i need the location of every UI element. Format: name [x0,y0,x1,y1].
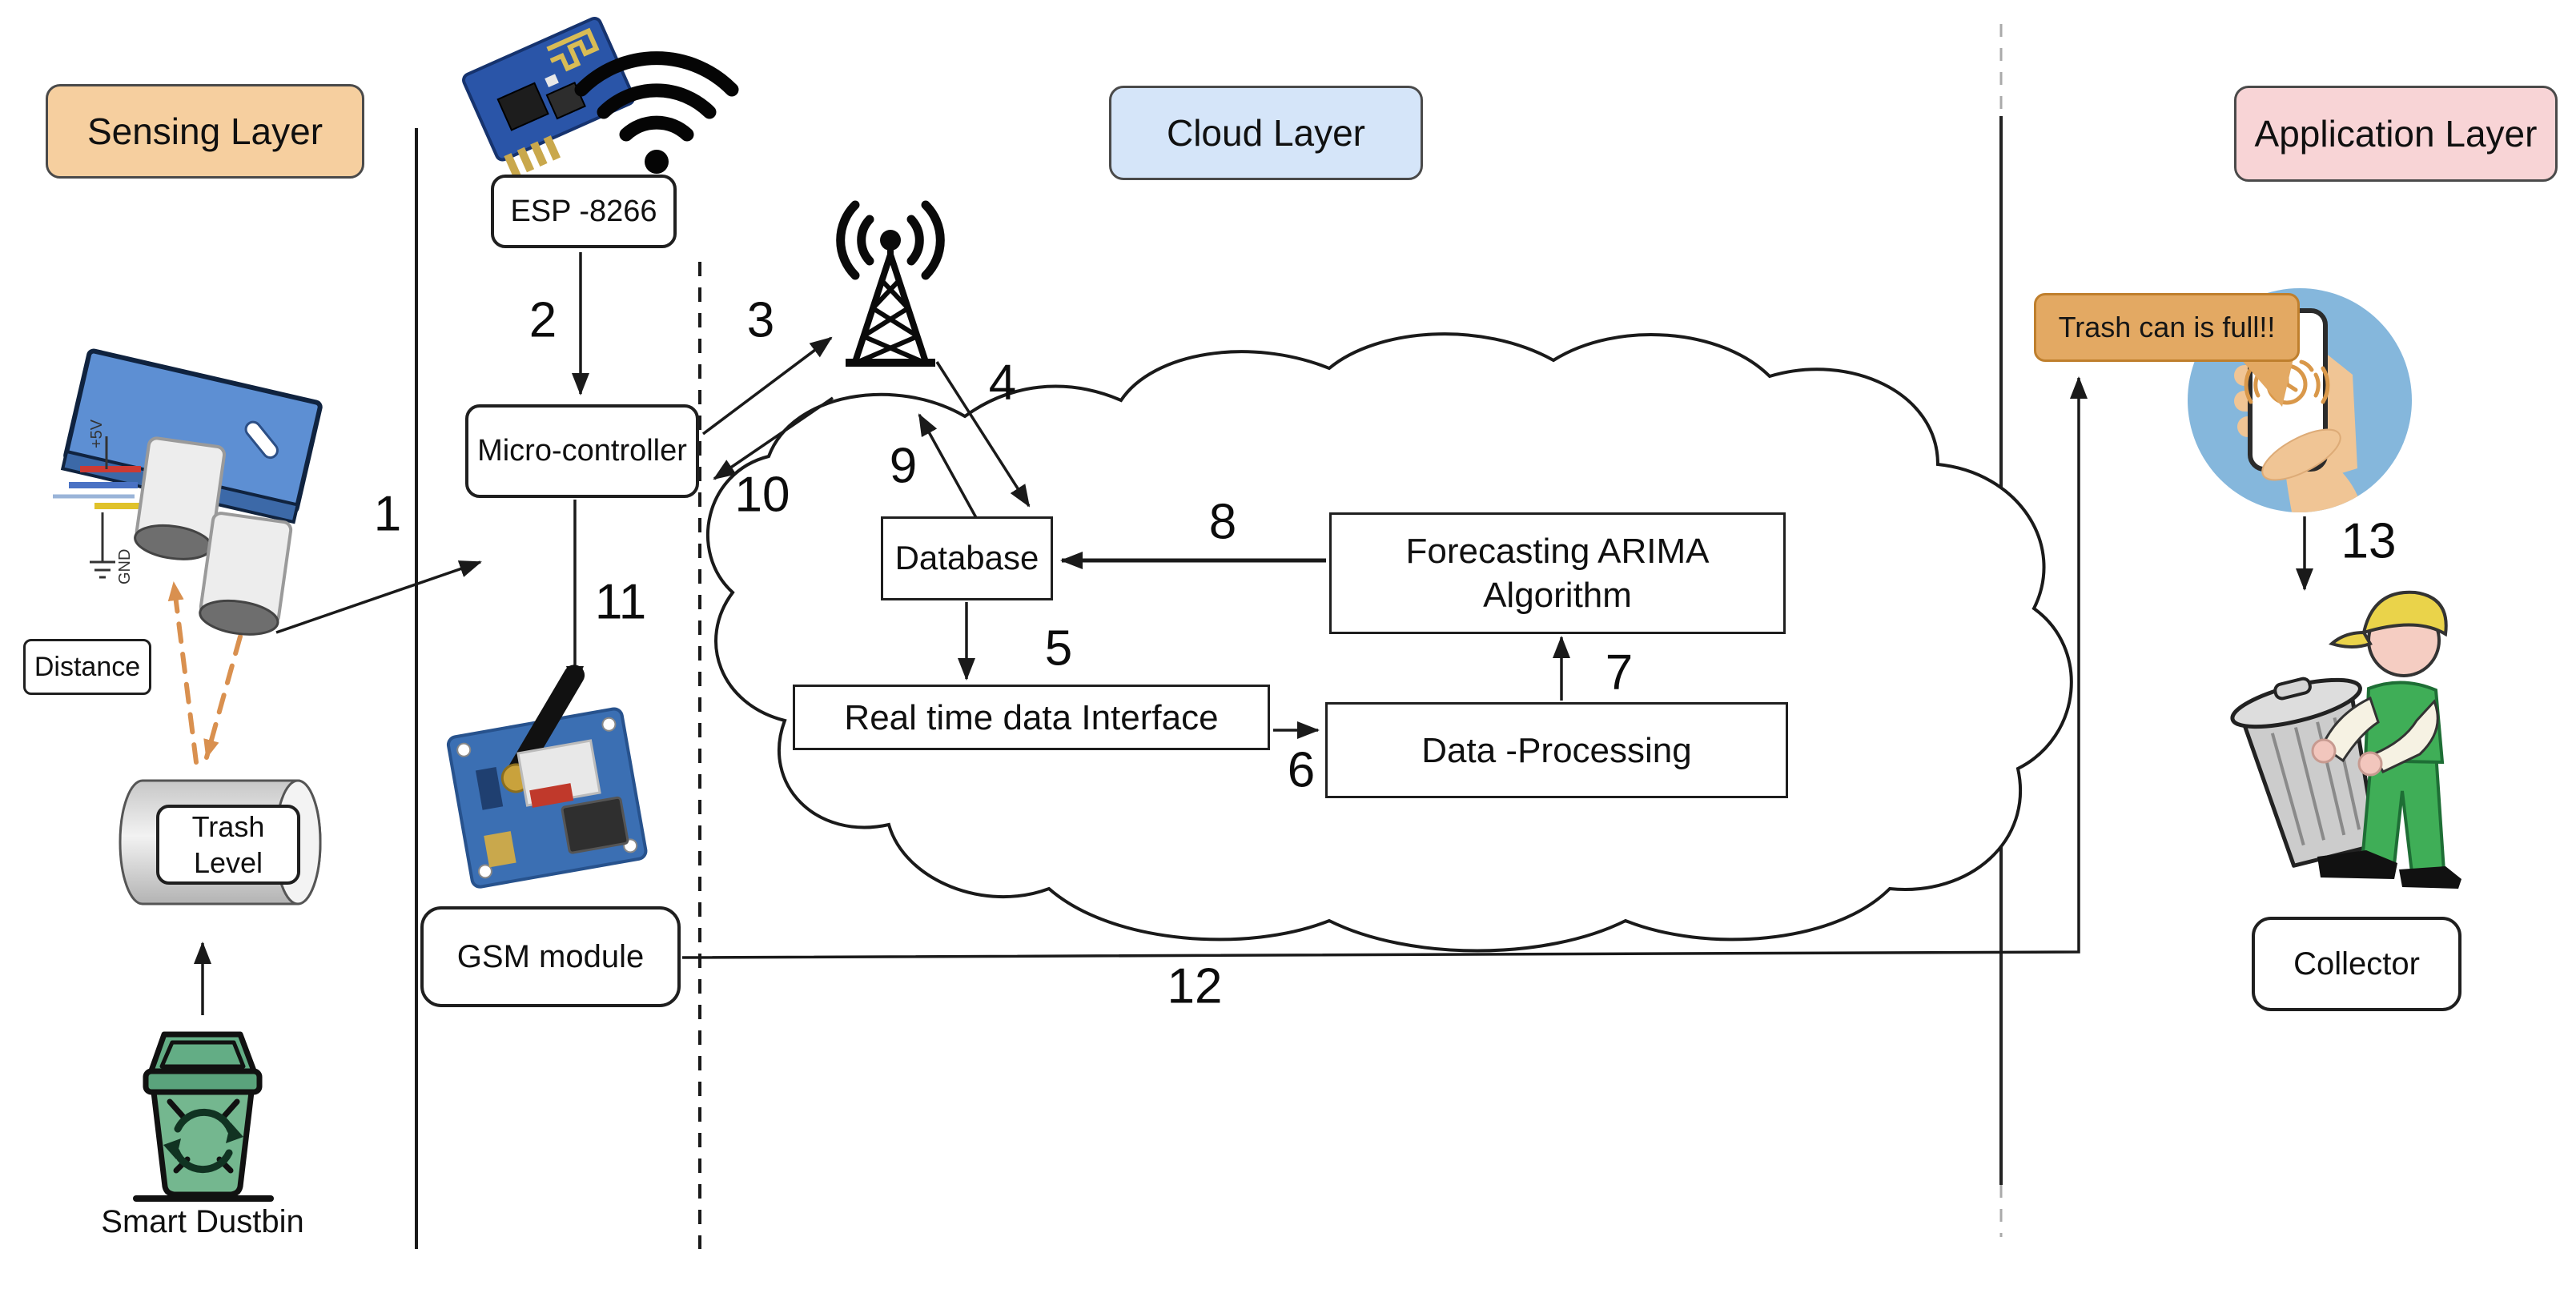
flow-step-9: 9 [889,438,918,494]
cloud-layer-badge: Cloud Layer [1109,86,1423,180]
node-collector: Collector [2252,917,2461,1011]
smart-dustbin-icon [133,1031,274,1202]
node-forecasting-arima: Forecasting ARIMA Algorithm [1329,512,1786,634]
node-micro-controller: Micro-controller [465,404,699,498]
flow-step-8: 8 [1208,494,1237,550]
smart-dustbin-caption: Smart Dustbin [101,1204,304,1239]
flow-step-3: 3 [746,292,775,348]
arrow-9 [918,413,980,523]
node-trash-level: Trash Level [156,805,300,885]
node-esp8266: ESP -8266 [491,175,677,248]
arrow-1 [275,560,482,634]
flow-arrows [194,252,2313,1015]
trash-full-notification: Trash can is full!! [2034,293,2300,362]
application-layer-badge: Application Layer [2234,86,2558,182]
gsm-board-icon [446,665,648,889]
flow-step-13: 13 [2341,513,2397,569]
flow-step-1: 1 [373,486,402,542]
flow-step-6: 6 [1287,742,1316,798]
cloud-icon [706,332,2073,953]
beam-right [203,634,243,760]
collector-person-icon [2230,590,2461,889]
arrow-3 [701,336,833,436]
radio-tower-icon [836,200,945,367]
flow-step-10: 10 [734,467,790,523]
flow-step-2: 2 [528,292,557,348]
flow-step-11: 11 [594,574,647,630]
ultrasonic-sensor-icon [53,348,323,636]
sensing-layer-badge: Sensing Layer [46,84,364,179]
ultrasonic-beams [167,580,243,765]
arrow-4 [935,361,1031,508]
flow-step-5: 5 [1044,620,1073,677]
pin-label-vcc: +5V [88,419,106,448]
arrow-10 [713,396,834,480]
node-database: Database [881,516,1053,600]
node-distance: Distance [23,639,151,695]
node-realtime-interface: Real time data Interface [793,685,1270,750]
flow-step-4: 4 [988,355,1017,411]
wifi-icon [574,51,739,174]
pin-label-gnd: GND [116,548,134,584]
flow-step-12: 12 [1167,958,1223,1014]
node-gsm-module: GSM module [420,906,681,1007]
esp8266-board-icon [462,17,636,179]
flow-step-7: 7 [1605,644,1634,701]
beam-left [167,580,199,765]
arrow-12 [681,376,2088,959]
node-data-processing: Data -Processing [1325,702,1788,798]
